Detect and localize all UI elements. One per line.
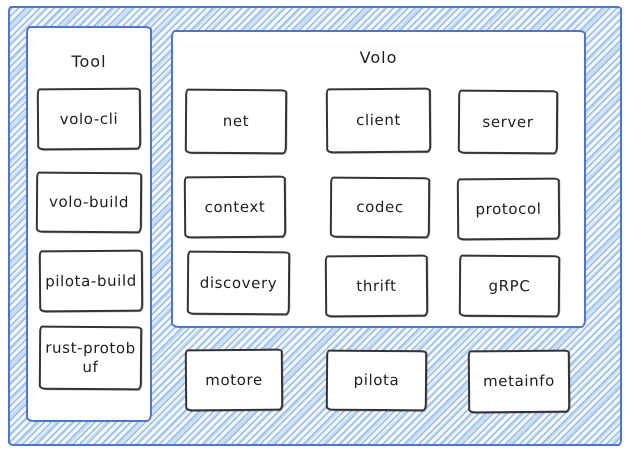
node-context: context: [183, 175, 287, 239]
node-net: net: [184, 88, 288, 155]
node-grpc: gRPC: [458, 254, 561, 318]
group-volo-title: Volo: [359, 48, 398, 67]
node-volo-cli: volo-cli: [36, 87, 142, 151]
node-server: server: [457, 89, 559, 155]
node-pilota: pilota: [325, 349, 428, 412]
node-client: client: [325, 87, 432, 154]
group-tool-title: Tool: [71, 52, 107, 71]
node-motore: motore: [184, 348, 284, 412]
outer-frame: Tool volo-cli volo-build pilota-build ru…: [8, 6, 622, 446]
node-discovery: discovery: [186, 250, 291, 316]
group-tool: Tool volo-cli volo-build pilota-build ru…: [26, 26, 152, 422]
node-codec: codec: [329, 176, 431, 239]
node-metainfo: metainfo: [467, 349, 571, 414]
node-protocol: protocol: [456, 177, 561, 241]
group-volo: Volo net client server context codec pro…: [171, 30, 586, 328]
node-rust-protobuf: rust-protobuf: [38, 325, 143, 391]
node-thrift: thrift: [324, 254, 429, 318]
node-volo-build: volo-build: [35, 171, 143, 234]
node-pilota-build: pilota-build: [38, 249, 144, 313]
